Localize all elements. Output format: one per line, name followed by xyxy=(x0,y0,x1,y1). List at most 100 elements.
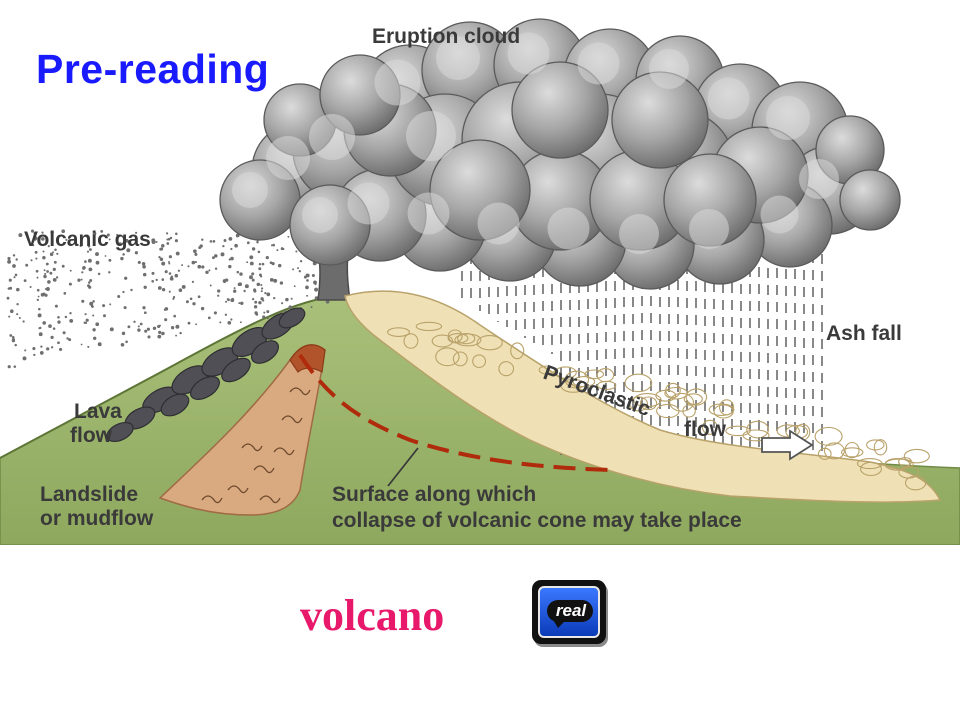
gas-particle xyxy=(93,336,97,340)
gas-particle xyxy=(11,335,15,339)
gas-particle xyxy=(170,275,173,278)
gas-particle xyxy=(175,334,178,337)
gas-particle xyxy=(230,247,233,251)
gas-particle xyxy=(32,244,35,247)
gas-particle xyxy=(194,261,197,264)
gas-particle xyxy=(306,279,309,282)
gas-particle xyxy=(86,250,90,253)
gas-particle xyxy=(33,231,37,235)
gas-particle xyxy=(266,310,270,314)
gas-particle xyxy=(95,322,100,327)
gas-particle xyxy=(213,311,217,315)
gas-particle xyxy=(177,269,181,272)
gas-particle xyxy=(69,312,72,315)
pyroclastic-rock xyxy=(823,442,845,460)
gas-particle xyxy=(8,315,11,318)
gas-particle xyxy=(292,268,295,271)
pyroclastic-rock xyxy=(452,351,468,367)
gas-particle xyxy=(68,338,72,342)
gas-particle xyxy=(49,252,54,257)
gas-particle xyxy=(195,323,198,326)
pyroclastic-rock xyxy=(669,392,695,412)
real-player-icon[interactable]: real xyxy=(532,580,606,644)
gas-particle xyxy=(155,241,158,243)
gas-particle xyxy=(299,260,303,263)
gas-particle xyxy=(157,286,162,290)
gas-particle xyxy=(30,229,35,233)
gas-particle xyxy=(314,283,317,286)
gas-particle xyxy=(45,262,49,266)
gas-particle xyxy=(212,240,216,243)
gas-particle xyxy=(239,272,243,276)
gas-particle xyxy=(325,299,330,304)
gas-particle xyxy=(87,281,91,284)
gas-particle xyxy=(220,252,225,257)
caption-volcano: volcano xyxy=(300,591,445,640)
gas-particle xyxy=(251,247,256,251)
pyroclastic-rock xyxy=(856,458,883,470)
gas-particle xyxy=(260,290,263,293)
gas-particle xyxy=(178,288,183,292)
gas-particle xyxy=(225,300,228,303)
gas-particle xyxy=(97,272,101,276)
pyroclastic-rock xyxy=(538,365,556,375)
pyroclastic-rock xyxy=(476,335,503,351)
gas-particle xyxy=(12,264,16,268)
gas-particle xyxy=(164,270,168,274)
gas-particle xyxy=(187,321,191,325)
gas-particle xyxy=(95,260,100,265)
lava-block xyxy=(190,375,220,401)
label-surface-line1: Surface along which xyxy=(332,483,536,506)
gas-particle xyxy=(42,250,45,253)
gas-particle xyxy=(173,314,177,318)
gas-particle xyxy=(262,299,265,302)
gas-particle xyxy=(55,276,59,279)
gas-particle xyxy=(164,318,168,322)
gas-particle xyxy=(230,318,233,321)
gas-particle xyxy=(143,285,147,289)
gas-particle xyxy=(88,267,93,272)
gas-particle xyxy=(258,262,262,266)
debris-mark xyxy=(241,443,263,452)
gas-particle xyxy=(303,275,307,279)
pyroclastic-rock xyxy=(624,373,653,393)
gas-particle xyxy=(35,269,39,273)
gas-particle xyxy=(271,262,275,266)
pyroclastic-rock xyxy=(510,342,525,360)
gas-particle xyxy=(47,245,50,248)
gas-particle xyxy=(56,252,59,255)
cloud-puff xyxy=(511,61,609,159)
debris-mark xyxy=(273,447,295,456)
gas-particle xyxy=(258,273,262,277)
gas-particle xyxy=(285,297,289,302)
gas-particle xyxy=(7,365,11,369)
gas-particle xyxy=(295,250,298,253)
gas-particle xyxy=(290,297,293,300)
media-button-label: real xyxy=(555,601,587,620)
gas-particle xyxy=(160,247,164,251)
gas-particle xyxy=(126,240,130,243)
cloud-highlight xyxy=(347,182,390,225)
cloud-highlight xyxy=(507,32,550,75)
gas-particle xyxy=(87,236,90,239)
gas-particle xyxy=(95,252,99,257)
gas-particle xyxy=(172,296,176,299)
gas-particle xyxy=(64,315,68,319)
gas-particle xyxy=(170,326,175,330)
gas-particle xyxy=(257,250,261,254)
gas-particle xyxy=(137,325,140,328)
gas-particle xyxy=(253,289,257,293)
cloud-highlight xyxy=(436,36,480,80)
gas-particle xyxy=(147,335,151,339)
cloud-highlight xyxy=(649,49,689,89)
gas-particle xyxy=(251,272,255,276)
gas-particle xyxy=(69,269,72,272)
gas-particle xyxy=(174,273,179,278)
label-volcanic-gas: Volcanic gas xyxy=(24,228,151,251)
pyroclastic-rock xyxy=(685,388,708,406)
gas-particle xyxy=(121,331,126,336)
gas-particle xyxy=(227,320,232,325)
gas-particle xyxy=(189,297,193,301)
gas-particle xyxy=(166,242,170,245)
gas-particle xyxy=(50,335,54,340)
